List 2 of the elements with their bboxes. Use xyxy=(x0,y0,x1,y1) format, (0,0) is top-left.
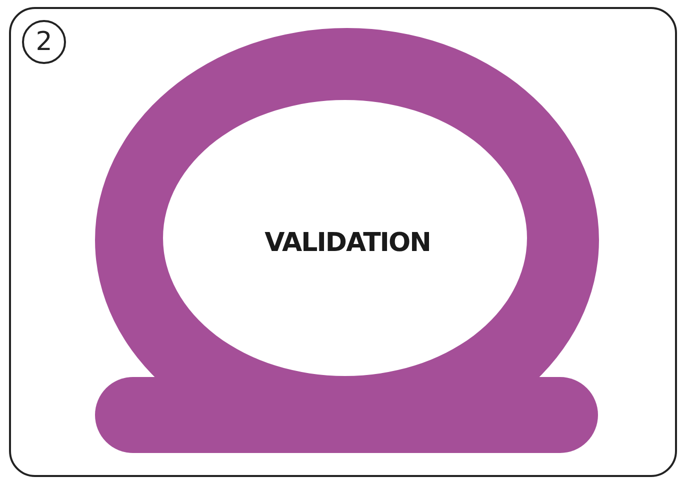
shape-label: VALIDATION xyxy=(264,228,432,258)
step-number: 2 xyxy=(22,20,66,64)
